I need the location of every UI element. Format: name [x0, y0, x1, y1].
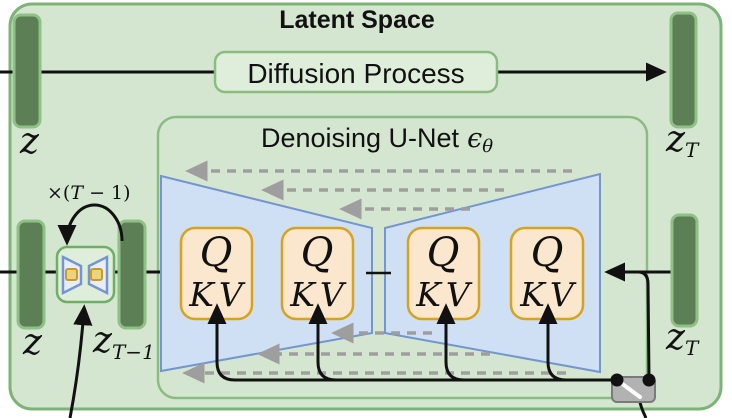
latent-space-title: Latent Space: [279, 6, 435, 34]
q-label: Q: [200, 230, 233, 276]
switch-contact-left: [610, 373, 624, 387]
q-label: Q: [427, 230, 460, 276]
kv-input-arrow-3: [436, 303, 465, 382]
label-zt-top: zT: [665, 119, 700, 162]
latent-bar-z-bottom: [16, 219, 46, 330]
loop-count-label: ×(T − 1): [47, 182, 131, 204]
latent-bar-z-top: [12, 13, 42, 129]
kv-input-arrow-1: [207, 303, 236, 382]
latent-bar-zt-top: [669, 11, 698, 129]
zt-minus-1-feedback-arrow: [68, 304, 93, 418]
q-label: Q: [301, 230, 334, 276]
denoising-loop-arrow: [57, 203, 124, 246]
mini-unet-bowtie-icon: [61, 254, 109, 296]
kv-input-arrow-2: [308, 303, 337, 382]
latent-bar-zt-minus-1: [117, 219, 147, 330]
switch-to-zt-line: [637, 270, 651, 379]
label-z-bottom: z: [22, 322, 43, 363]
q-label: Q: [531, 230, 564, 276]
switch-icon: [610, 373, 656, 418]
label-z-top: z: [19, 121, 40, 162]
diffusion-process-box: [213, 50, 499, 94]
label-zt-minus-1: zT−1: [92, 320, 155, 364]
denoising-step-box: [55, 245, 116, 304]
switch-contact-right: [642, 373, 656, 387]
kv-input-arrow-4: [538, 303, 567, 382]
diffusion-process-label: Diffusion Process: [247, 58, 464, 89]
mini-attention-square: [90, 268, 103, 281]
skip-connections: [182, 160, 572, 384]
label-zt-bottom: zT: [665, 317, 700, 360]
mini-attention-square: [65, 268, 78, 281]
latent-bar-zt-bottom: [670, 213, 699, 328]
